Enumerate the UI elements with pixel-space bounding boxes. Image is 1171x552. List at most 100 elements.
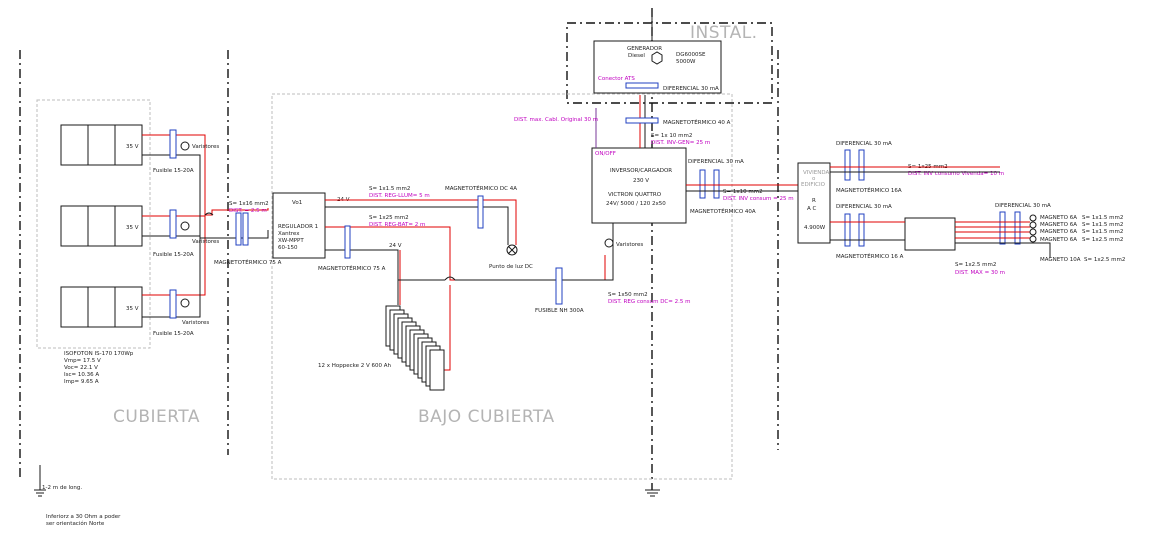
svg-text:Conector ATS: Conector ATS bbox=[598, 76, 635, 82]
svg-text:FUSIBLE NH 300A: FUSIBLE NH 300A bbox=[535, 308, 584, 314]
svg-text:MAGNETOTÉRMICO 40A: MAGNETOTÉRMICO 40A bbox=[690, 207, 756, 215]
fuse-icon bbox=[169, 209, 177, 239]
zone-label-bajo-cubierta: BAJO CUBIERTA bbox=[418, 407, 555, 427]
svg-text:DIFERENCIAL 30 mA: DIFERENCIAL 30 mA bbox=[995, 203, 1051, 209]
svg-text:DIFERENCIAL 30 mA: DIFERENCIAL 30 mA bbox=[688, 159, 744, 165]
svg-text:R: R bbox=[812, 198, 816, 204]
ground-rod: 1-2 m de long. Inferiorz a 30 Ohm a pode… bbox=[34, 465, 121, 527]
varistor-label: Varistores bbox=[192, 239, 219, 245]
panel-spec: ISOFOTON IS-170 170Wp Vmp= 17.5 V Voc= 2… bbox=[64, 351, 134, 385]
circuit-breaker: MAGNETO 6A bbox=[1040, 237, 1077, 243]
svg-text:DIFERENCIAL 30 mA: DIFERENCIAL 30 mA bbox=[836, 204, 892, 210]
inverter-box bbox=[591, 147, 687, 224]
breaker-icon bbox=[858, 213, 865, 247]
outlet-icon bbox=[1029, 235, 1037, 243]
fuse-icon bbox=[555, 267, 563, 305]
cubierta-enclosure bbox=[36, 99, 151, 349]
circuit-breaker: MAGNETO 6A bbox=[1040, 215, 1077, 221]
svg-text:S= 1x16 mm2: S= 1x16 mm2 bbox=[229, 201, 269, 207]
pv-panel-3: 35 V bbox=[60, 286, 143, 328]
battery-cells-icon bbox=[385, 305, 445, 391]
svg-text:Punto de luz DC: Punto de luz DC bbox=[489, 264, 533, 270]
battery-bank: S= 1x25 mm2 DIST. REG-BAT= 2 m 24 V 12 x… bbox=[318, 215, 445, 391]
pv-panel-2: 35 V bbox=[60, 205, 143, 247]
svg-text:DIST. MAX = 30 m: DIST. MAX = 30 m bbox=[955, 270, 1005, 276]
svg-text:4.900W: 4.900W bbox=[804, 225, 826, 231]
svg-text:MAGNETOTÉRMICO DC 4A: MAGNETOTÉRMICO DC 4A bbox=[445, 184, 517, 192]
svg-text:VICTRON QUATTRO: VICTRON QUATTRO bbox=[608, 192, 662, 198]
outlet-icon bbox=[1029, 228, 1037, 236]
svg-text:DIST. INV consum = 25 m: DIST. INV consum = 25 m bbox=[723, 196, 794, 202]
panel-protections: Varistores Varistores Varistores Fusible… bbox=[153, 129, 219, 337]
svg-text:S= 1x25 mm2: S= 1x25 mm2 bbox=[369, 215, 409, 221]
varistor-icon bbox=[604, 238, 614, 248]
fuse-icon bbox=[169, 129, 177, 159]
svg-text:24V/ 5000 / 120 2x50: 24V/ 5000 / 120 2x50 bbox=[606, 201, 666, 207]
varistor-label: Varistores bbox=[192, 144, 219, 150]
svg-text:MAGNETOTÉRMICO 16A: MAGNETOTÉRMICO 16A bbox=[836, 186, 902, 194]
svg-text:ON/OFF: ON/OFF bbox=[595, 151, 616, 157]
outlet-icon bbox=[1029, 214, 1037, 222]
svg-text:24 V: 24 V bbox=[389, 243, 402, 249]
lamp-icon bbox=[506, 244, 518, 256]
inverter-wiring bbox=[595, 95, 800, 192]
svg-text:S= 1x1.5 mm2: S= 1x1.5 mm2 bbox=[369, 186, 410, 192]
svg-text:MAGNETOTÉRMICO 75 A: MAGNETOTÉRMICO 75 A bbox=[214, 258, 282, 266]
svg-text:Voc= 22.1 V: Voc= 22.1 V bbox=[64, 365, 98, 371]
circuit-cable: S= 1x2.5 mm2 bbox=[1082, 237, 1123, 243]
svg-text:Vmp= 17.5 V: Vmp= 17.5 V bbox=[64, 358, 101, 364]
svg-text:XW-MPPT: XW-MPPT bbox=[278, 238, 304, 244]
varistor-label: Varistores bbox=[182, 320, 209, 326]
generator: GENERADOR Diesel DG6000SE 5000W Conector… bbox=[514, 8, 731, 126]
consumer-panel-box bbox=[904, 217, 956, 251]
svg-text:MAGNETOTÉRMICO 40 A: MAGNETOTÉRMICO 40 A bbox=[663, 118, 731, 126]
svg-text:MAGNETOTÉRMICO 75 A: MAGNETOTÉRMICO 75 A bbox=[318, 264, 386, 272]
generator-icon bbox=[651, 51, 663, 65]
panel-voltage: 35 V bbox=[126, 306, 139, 312]
fuse-icon bbox=[169, 289, 177, 319]
zone-label-cubierta: CUBIERTA bbox=[113, 407, 200, 427]
ac-panel: VIVIENDA o EDIFICIO R A C 4.900W DIFEREN… bbox=[797, 141, 1051, 276]
svg-text:Inferiorz a 30 Ohm a poder: Inferiorz a 30 Ohm a poder bbox=[46, 514, 121, 520]
svg-text:INVERSOR/CARGADOR: INVERSOR/CARGADOR bbox=[610, 168, 672, 174]
circuit-cable: S= 1x1.5 mm2 bbox=[1082, 229, 1123, 235]
svg-text:Xantrex: Xantrex bbox=[278, 231, 300, 237]
svg-text:230 V: 230 V bbox=[633, 178, 649, 184]
dc-light-circuit: S= 1x1.5 mm2 DIST. REG-LLUM= 5 m MAGNETO… bbox=[369, 184, 533, 270]
svg-text:o: o bbox=[812, 176, 816, 182]
svg-text:Isc= 10.36 A: Isc= 10.36 A bbox=[64, 372, 99, 378]
fuse-label: Fusible 15-20A bbox=[153, 331, 194, 337]
panel-wiring bbox=[142, 134, 269, 318]
zone-label-instal: INSTAL. bbox=[690, 23, 758, 43]
varistor-icon bbox=[180, 221, 190, 231]
svg-text:DIFERENCIAL 30 mA: DIFERENCIAL 30 mA bbox=[663, 86, 719, 92]
svg-text:S= 1x10 mm2: S= 1x10 mm2 bbox=[723, 189, 763, 195]
svg-text:DIFERENCIAL 30 mA: DIFERENCIAL 30 mA bbox=[836, 141, 892, 147]
svg-text:GENERADOR: GENERADOR bbox=[627, 46, 662, 52]
breaker-icon bbox=[242, 212, 249, 246]
svg-text:DIST. = 2.5 m: DIST. = 2.5 m bbox=[229, 208, 267, 214]
circuit-breaker: MAGNETO 10A bbox=[1040, 257, 1081, 263]
circuit-breaker: MAGNETO 6A bbox=[1040, 229, 1077, 235]
svg-text:DIST. REG consum DC= 2.5 m: DIST. REG consum DC= 2.5 m bbox=[608, 299, 690, 305]
svg-text:60-150: 60-150 bbox=[278, 245, 298, 251]
breaker-icon bbox=[699, 169, 706, 199]
svg-text:DIST. INV-GEN= 25 m: DIST. INV-GEN= 25 m bbox=[651, 140, 710, 146]
varistor-icon bbox=[180, 298, 190, 308]
svg-text:Vo1: Vo1 bbox=[292, 200, 302, 206]
circuit-breaker: MAGNETO 6A bbox=[1040, 222, 1077, 228]
svg-text:12 x Hoppecke 2 V 600 Ah: 12 x Hoppecke 2 V 600 Ah bbox=[318, 363, 392, 369]
regulator: S= 1x16 mm2 DIST. = 2.5 m MAGNETOTÉRMICO… bbox=[214, 192, 386, 272]
circuit-list: MAGNETO 6A S= 1x1.5 mm2 MAGNETO 6A S= 1x… bbox=[1040, 215, 1125, 263]
breaker-icon bbox=[235, 212, 242, 246]
varistor-icon bbox=[180, 141, 190, 151]
bajo-cubierta-enclosure bbox=[271, 93, 733, 480]
svg-text:Varistores: Varistores bbox=[616, 242, 643, 248]
svg-text:REGULADOR 1: REGULADOR 1 bbox=[278, 224, 318, 230]
svg-text:DG6000SE: DG6000SE bbox=[676, 52, 706, 58]
breaker-icon bbox=[344, 225, 351, 259]
svg-text:S= 1x2.5 mm2: S= 1x2.5 mm2 bbox=[955, 262, 996, 268]
svg-text:A C: A C bbox=[807, 206, 817, 212]
breaker-icon bbox=[713, 169, 720, 199]
